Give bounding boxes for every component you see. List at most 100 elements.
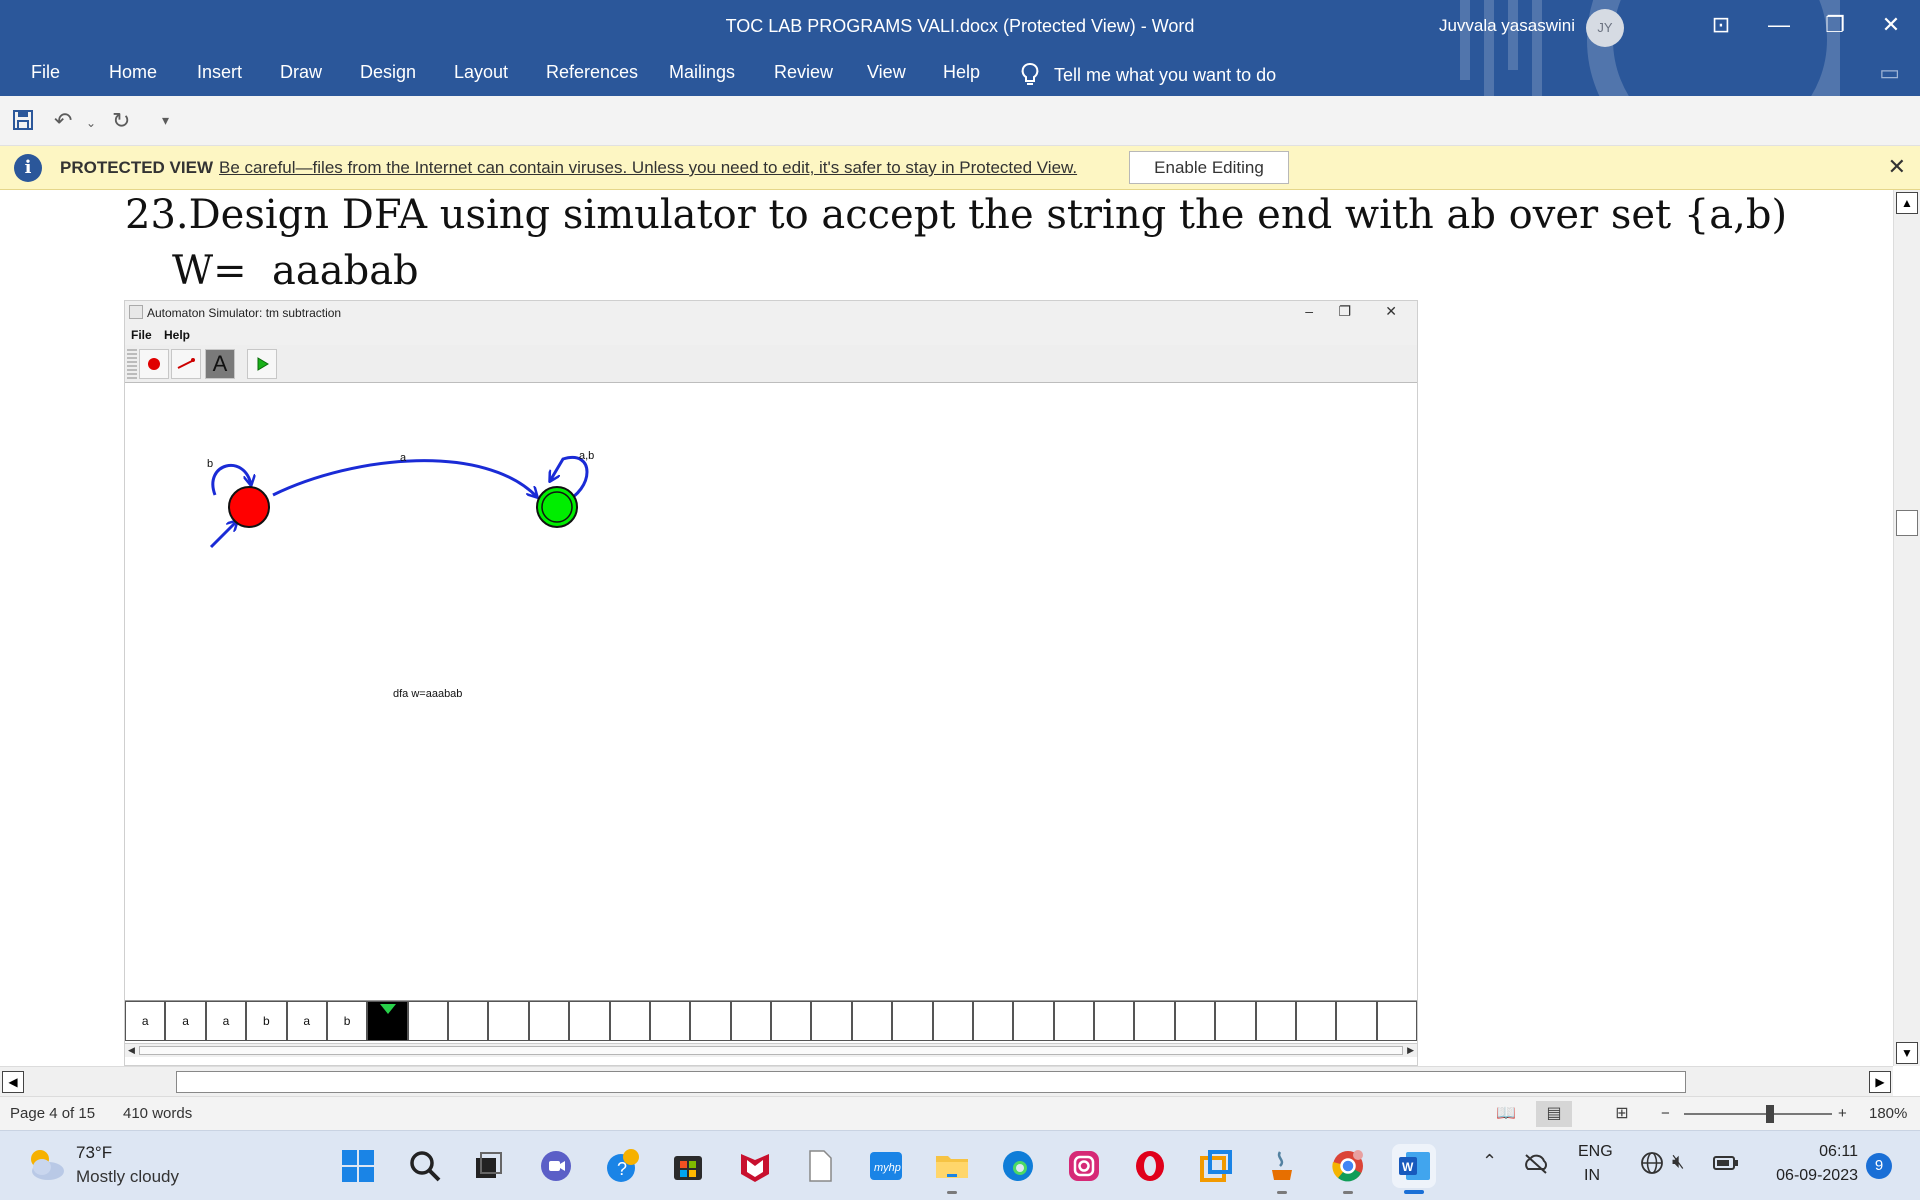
- tab-review[interactable]: Review: [774, 62, 834, 82]
- scroll-right-icon[interactable]: ▶: [1869, 1071, 1891, 1093]
- microsoft-store-icon[interactable]: [666, 1144, 710, 1188]
- mcafee-icon[interactable]: [733, 1144, 777, 1188]
- vertical-scroll-thumb[interactable]: [1896, 510, 1918, 536]
- language-indicator[interactable]: ENG: [1578, 1143, 1613, 1160]
- web-layout-icon[interactable]: ⊞: [1615, 1105, 1629, 1122]
- state-q0-start: [228, 486, 270, 528]
- avatar[interactable]: JY: [1586, 9, 1624, 47]
- snip-tool-icon[interactable]: [1194, 1144, 1238, 1188]
- scroll-down-icon[interactable]: ▼: [1896, 1042, 1918, 1064]
- protected-view-message[interactable]: Be careful—files from the Internet can c…: [219, 158, 1078, 177]
- tab-file[interactable]: File: [31, 62, 61, 82]
- file-explorer-icon[interactable]: [930, 1144, 974, 1194]
- undo-icon[interactable]: ↶: [54, 108, 73, 133]
- user-name[interactable]: Juvvala yasaswini: [1438, 16, 1575, 35]
- tape-cell: [1255, 1001, 1296, 1041]
- opera-icon[interactable]: [1128, 1144, 1172, 1188]
- teams-chat-icon[interactable]: [534, 1144, 578, 1188]
- weather-temperature[interactable]: 73°F: [76, 1143, 113, 1162]
- close-icon[interactable]: ✕: [1887, 154, 1906, 179]
- simulator-screenshot[interactable]: Automaton Simulator: tm subtraction – ❐ …: [124, 300, 1418, 1066]
- document-canvas[interactable]: 23.Design DFA using simulator to accept …: [0, 190, 1893, 1066]
- print-layout-icon[interactable]: ▤: [1536, 1101, 1572, 1127]
- sim-restore-icon: ❐: [1338, 303, 1351, 319]
- zoom-slider[interactable]: [1684, 1113, 1832, 1115]
- tape-cell: [932, 1001, 973, 1041]
- show-hidden-icons-icon[interactable]: ⌃: [1482, 1151, 1498, 1171]
- zoom-level[interactable]: 180%: [1869, 1105, 1908, 1122]
- tab-home[interactable]: Home: [109, 62, 158, 82]
- tape-cell: [1174, 1001, 1216, 1041]
- tape-cell: [851, 1001, 893, 1041]
- canvas-note: dfa w=aaabab: [393, 688, 462, 700]
- zoom-in-button[interactable]: +: [1838, 1105, 1847, 1122]
- search-icon[interactable]: [403, 1144, 447, 1188]
- minimize-button[interactable]: —: [1768, 12, 1790, 37]
- volume-muted-icon[interactable]: 🔇︎: [1672, 1151, 1685, 1173]
- tab-draw[interactable]: Draw: [280, 62, 323, 82]
- page-count[interactable]: Page 4 of 15: [10, 1105, 96, 1122]
- svg-text:W: W: [1402, 1160, 1414, 1174]
- zoom-out-button[interactable]: −: [1661, 1105, 1670, 1122]
- onedrive-offline-icon[interactable]: [1522, 1151, 1550, 1175]
- instagram-icon[interactable]: [1062, 1144, 1106, 1188]
- tape-cell: b: [246, 1001, 287, 1041]
- clock-date[interactable]: 06-09-2023: [1776, 1167, 1858, 1184]
- ribbon-display-options-button[interactable]: ⊡: [1711, 12, 1731, 37]
- customize-icon[interactable]: ▾: [162, 112, 170, 128]
- myhp-icon[interactable]: myhp: [864, 1144, 908, 1188]
- language-region[interactable]: IN: [1584, 1167, 1600, 1184]
- file-icon[interactable]: [798, 1144, 842, 1188]
- enable-editing-button[interactable]: Enable Editing: [1129, 151, 1289, 184]
- tape-cell: [892, 1001, 933, 1041]
- document-heading: 23.Design DFA using simulator to accept …: [125, 192, 1788, 238]
- automaton-canvas: b a a,b dfa w=aaabab: [125, 383, 1417, 1001]
- tips-icon[interactable]: ?: [601, 1144, 645, 1188]
- redo-icon[interactable]: ↻: [112, 108, 131, 133]
- sim-minimize-icon: –: [1305, 303, 1313, 319]
- q0-loop-edge: [211, 464, 251, 496]
- transition-tool-icon: [171, 349, 201, 379]
- word-icon[interactable]: W: [1392, 1144, 1436, 1194]
- word-count[interactable]: 410 words: [123, 1105, 193, 1122]
- clock-time[interactable]: 06:11: [1819, 1143, 1858, 1160]
- tab-insert[interactable]: Insert: [197, 62, 243, 82]
- sim-close-icon: ✕: [1385, 303, 1397, 319]
- automaton-diagram: b a a,b dfa w=aaabab: [207, 450, 594, 700]
- restore-button[interactable]: ❐: [1825, 12, 1845, 37]
- tab-layout[interactable]: Layout: [454, 62, 509, 82]
- scroll-up-icon[interactable]: ▲: [1896, 192, 1918, 214]
- battery-icon[interactable]: [1712, 1151, 1740, 1175]
- undo-dropdown-icon[interactable]: ⌄: [86, 116, 97, 130]
- notification-badge[interactable]: 9: [1866, 1153, 1892, 1179]
- zoom-slider-thumb[interactable]: [1766, 1105, 1774, 1123]
- horizontal-scrollbar[interactable]: ◀ ▶: [0, 1066, 1893, 1096]
- weather-description[interactable]: Mostly cloudy: [76, 1167, 179, 1186]
- network-globe-icon[interactable]: [1640, 1151, 1664, 1175]
- tell-me-search[interactable]: Tell me what you want to do: [1020, 62, 1276, 88]
- tab-design[interactable]: Design: [360, 62, 417, 82]
- simulator-menu: File Help: [125, 325, 1417, 345]
- vertical-scrollbar[interactable]: ▲ ▼: [1893, 190, 1920, 1066]
- horizontal-scroll-thumb[interactable]: [176, 1071, 1686, 1093]
- scroll-left-icon[interactable]: ◀: [2, 1071, 24, 1093]
- task-view-icon[interactable]: [466, 1144, 510, 1188]
- text-tool-icon: A: [205, 349, 235, 379]
- tab-help[interactable]: Help: [943, 62, 981, 82]
- comment-icon[interactable]: ▭: [1879, 60, 1900, 85]
- tab-references[interactable]: References: [546, 62, 639, 82]
- save-icon[interactable]: [12, 109, 34, 131]
- run-tool-icon: [247, 349, 277, 379]
- close-button[interactable]: ✕: [1881, 12, 1901, 37]
- taskbar: 73°F Mostly cloudy ? myhp: [0, 1130, 1920, 1200]
- read-mode-icon[interactable]: 📖: [1496, 1105, 1516, 1122]
- tab-view[interactable]: View: [867, 62, 906, 82]
- java-icon[interactable]: [1260, 1144, 1304, 1194]
- windows-start-icon[interactable]: [336, 1144, 380, 1188]
- chrome-icon[interactable]: [1326, 1144, 1370, 1194]
- cloudy-weather-icon[interactable]: [24, 1145, 66, 1185]
- tab-mailings[interactable]: Mailings: [669, 62, 736, 82]
- edge-icon[interactable]: [996, 1144, 1040, 1188]
- tape-cell: [1295, 1001, 1337, 1041]
- lightbulb-icon: [1021, 63, 1039, 85]
